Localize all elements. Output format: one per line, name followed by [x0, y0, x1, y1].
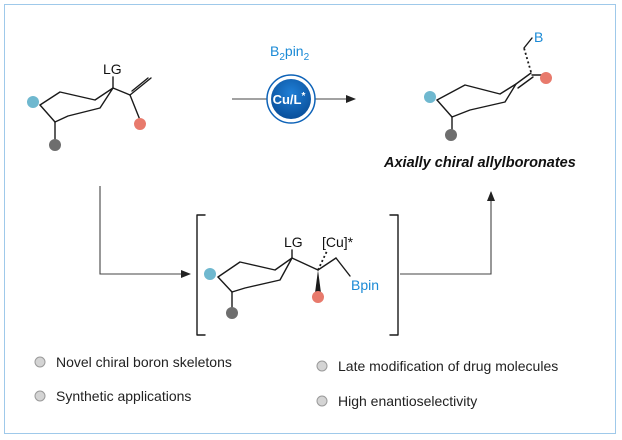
teal-substituent-dot [27, 96, 39, 108]
svg-text:Cu/L*: Cu/L* [273, 91, 306, 107]
intermediate-molecule: LG [Cu]* Bpin [204, 234, 379, 319]
product-title: Axially chiral allylboronates [383, 155, 576, 171]
path-to-intermediate-arrow [99, 186, 191, 278]
catalyst-badge: Cu/L* [266, 74, 316, 124]
bullet-icon [34, 356, 46, 368]
path-to-product-arrow [400, 191, 495, 275]
intermediate-grey-dot [226, 307, 238, 319]
copper-label: [Cu]* [322, 234, 354, 250]
grey-substituent-dot [49, 139, 61, 151]
bpin-label: Bpin [351, 277, 379, 293]
red-substituent-dot [134, 118, 146, 130]
product-molecule: B [424, 29, 552, 141]
intermediate-red-dot [312, 291, 324, 303]
product-grey-dot [445, 129, 457, 141]
leaving-group-label: LG [103, 61, 122, 77]
product-boron-label: B [534, 29, 543, 45]
bullet-icon [316, 360, 328, 372]
feature-list: Novel chiral boron skeletons Synthetic a… [34, 354, 558, 409]
substrate-molecule: LG [27, 61, 152, 151]
bullet-icon [316, 395, 328, 407]
feature-item: Novel chiral boron skeletons [56, 354, 232, 370]
left-bracket [196, 214, 206, 336]
product-teal-dot [424, 91, 436, 103]
feature-item: High enantioselectivity [338, 393, 477, 409]
intermediate-teal-dot [204, 268, 216, 280]
feature-item: Late modification of drug molecules [338, 358, 558, 374]
feature-item: Synthetic applications [56, 388, 191, 404]
figure-frame [4, 4, 616, 434]
right-bracket [389, 214, 399, 336]
bullet-icon [34, 390, 46, 402]
product-red-dot [540, 72, 552, 84]
intermediate-lg-label: LG [284, 234, 303, 250]
b2pin2-label: B2pin2 [270, 43, 310, 63]
